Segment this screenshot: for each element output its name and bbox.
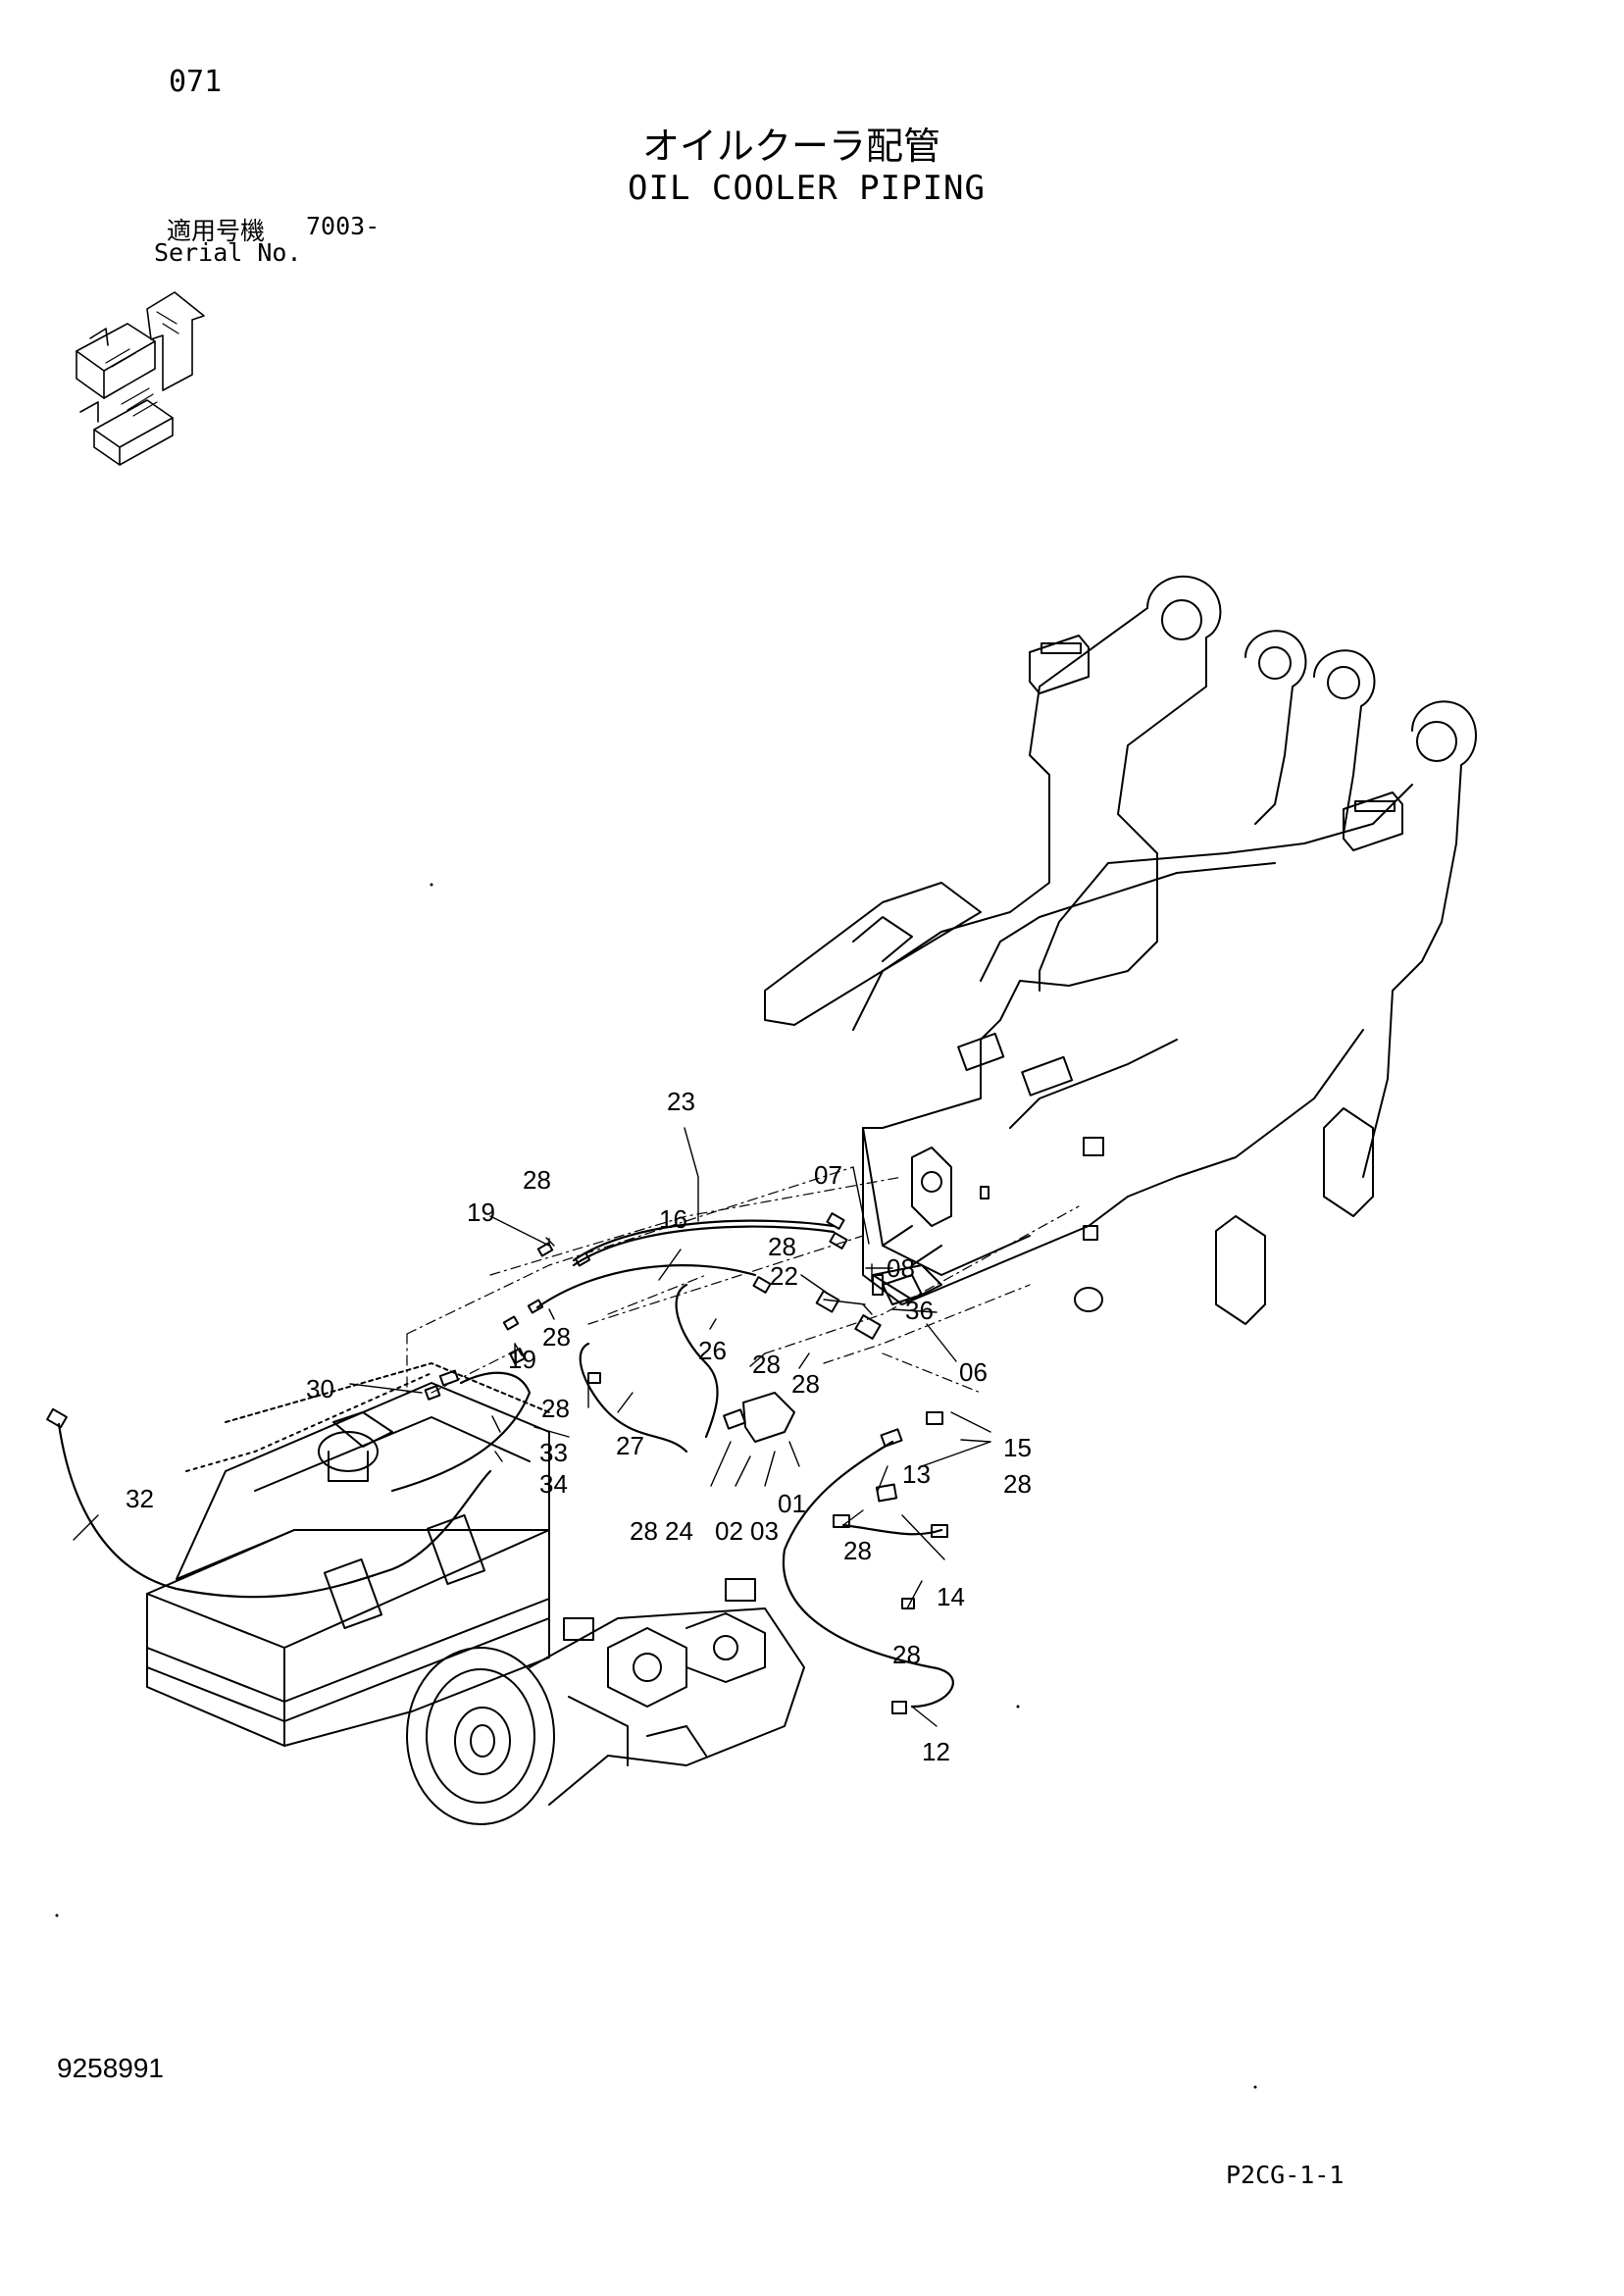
callout-label: 28 — [541, 1394, 570, 1423]
callout-label: 01 — [778, 1489, 806, 1518]
front-frame — [764, 575, 1477, 1325]
guide-lines — [406, 1166, 1080, 1394]
callout-label: 28 — [542, 1322, 571, 1352]
callout-label: 15 — [1003, 1433, 1032, 1462]
callouts: 23 07 28 19 16 28 22 08 36 06 28 19 26 2… — [126, 1087, 1032, 1766]
callout-label: 16 — [659, 1204, 687, 1234]
callout-label: 28 — [892, 1640, 921, 1669]
serial-value: 7003- — [306, 212, 381, 240]
callout-label: 19 — [467, 1198, 495, 1227]
callout-label: 06 — [959, 1357, 988, 1387]
callout-label: 28 — [523, 1165, 551, 1195]
callout-label: 19 — [508, 1345, 536, 1374]
scan-specks — [55, 883, 1257, 2089]
hoses — [57, 1219, 954, 1709]
callout-label: 23 — [667, 1087, 695, 1116]
callout-label: 33 — [539, 1438, 568, 1467]
oil-cooler — [146, 1362, 550, 1747]
callout-label: 03 — [750, 1516, 779, 1546]
callout-label: 27 — [616, 1431, 644, 1460]
footer-code: P2CG-1-1 — [1226, 2161, 1345, 2189]
callout-label: 28 — [752, 1350, 781, 1379]
document-number: 9258991 — [57, 2053, 165, 2083]
callout-label: 28 — [630, 1516, 658, 1546]
callout-label: 14 — [937, 1582, 965, 1611]
callout-label: 30 — [306, 1374, 334, 1403]
page-title-japanese: オイルクーラ配管 — [642, 125, 941, 168]
pump-assembly — [406, 1578, 805, 1825]
callout-label: 28 — [843, 1536, 872, 1565]
callout-label: 13 — [902, 1459, 931, 1489]
callout-label: 26 — [698, 1336, 727, 1365]
callout-label: 28 — [768, 1232, 796, 1261]
callout-label: 02 — [715, 1516, 743, 1546]
callout-label: 34 — [539, 1469, 568, 1499]
fittings — [46, 1147, 952, 1714]
callout-label: 28 — [1003, 1469, 1032, 1499]
callout-label: 07 — [814, 1160, 842, 1190]
page-number: 071 — [169, 65, 223, 99]
callout-label: 32 — [126, 1484, 154, 1513]
serial-label-japanese: 適用号機 — [167, 217, 266, 245]
callout-label: 12 — [922, 1737, 950, 1766]
machine-orientation-arrows-icon — [76, 291, 205, 466]
callout-label: 08 — [887, 1253, 915, 1283]
callout-label: 24 — [665, 1516, 693, 1546]
callout-label: 28 — [791, 1369, 820, 1399]
callout-label: 36 — [905, 1296, 934, 1325]
serial-label: Serial No. — [154, 238, 302, 267]
page-title: OIL COOLER PIPING — [628, 169, 986, 208]
callout-label: 22 — [770, 1261, 798, 1291]
leader-lines — [73, 1127, 991, 1727]
